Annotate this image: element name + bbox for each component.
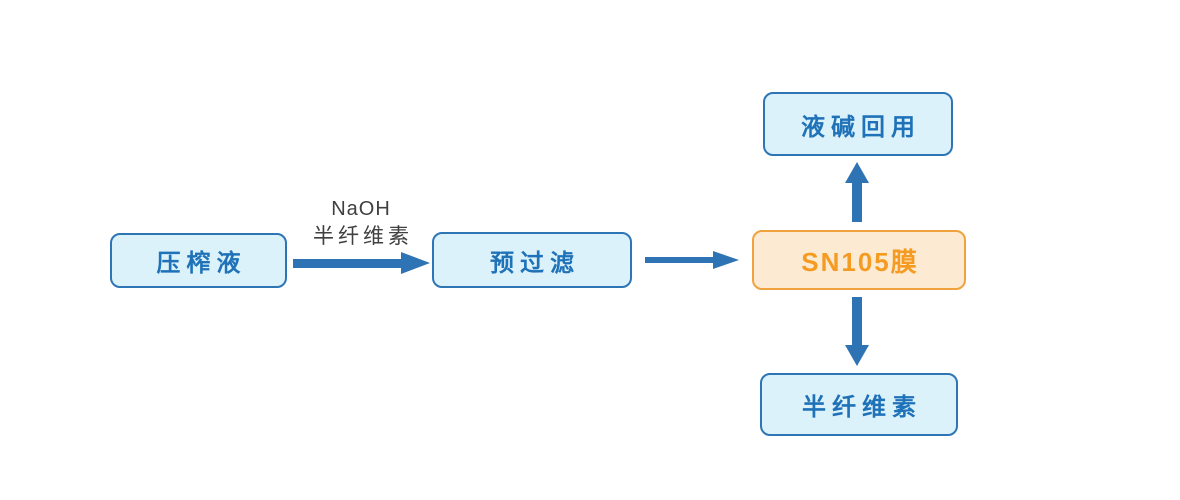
node-prefilter: 预过滤 <box>432 232 632 288</box>
node-sn105-membrane: SN105膜 <box>752 230 966 290</box>
arrow-membrane-to-hemicellulose-head-icon <box>845 345 869 366</box>
arrow-press-to-prefilter-shaft <box>293 259 401 268</box>
arrow-prefilter-to-membrane-shaft <box>645 257 713 263</box>
edge-label-line1: NaOH <box>331 198 391 220</box>
node-press-liquid-label: 压榨液 <box>156 250 247 277</box>
node-prefilter-label: 预过滤 <box>490 249 580 277</box>
arrow-membrane-to-alkali-head-icon <box>845 162 869 183</box>
arrow-prefilter-to-membrane-head-icon <box>713 251 739 269</box>
node-alkali-recycle: 液碱回用 <box>763 92 953 156</box>
node-hemicellulose: 半纤维素 <box>760 373 958 436</box>
arrow-membrane-to-alkali-shaft <box>852 182 862 222</box>
node-sn105-membrane-label: SN105膜 <box>801 246 919 277</box>
edge-label-naoh-hemicellulose: NaOH 半纤维素 <box>286 196 436 250</box>
node-hemicellulose-label: 半纤维素 <box>802 394 922 421</box>
edge-label-line2: 半纤维素 <box>313 225 413 248</box>
node-alkali-recycle-label: 液碱回用 <box>801 113 921 141</box>
arrow-membrane-to-hemicellulose-shaft <box>852 297 862 345</box>
node-press-liquid: 压榨液 <box>110 233 287 288</box>
arrow-press-to-prefilter-head-icon <box>401 252 430 274</box>
